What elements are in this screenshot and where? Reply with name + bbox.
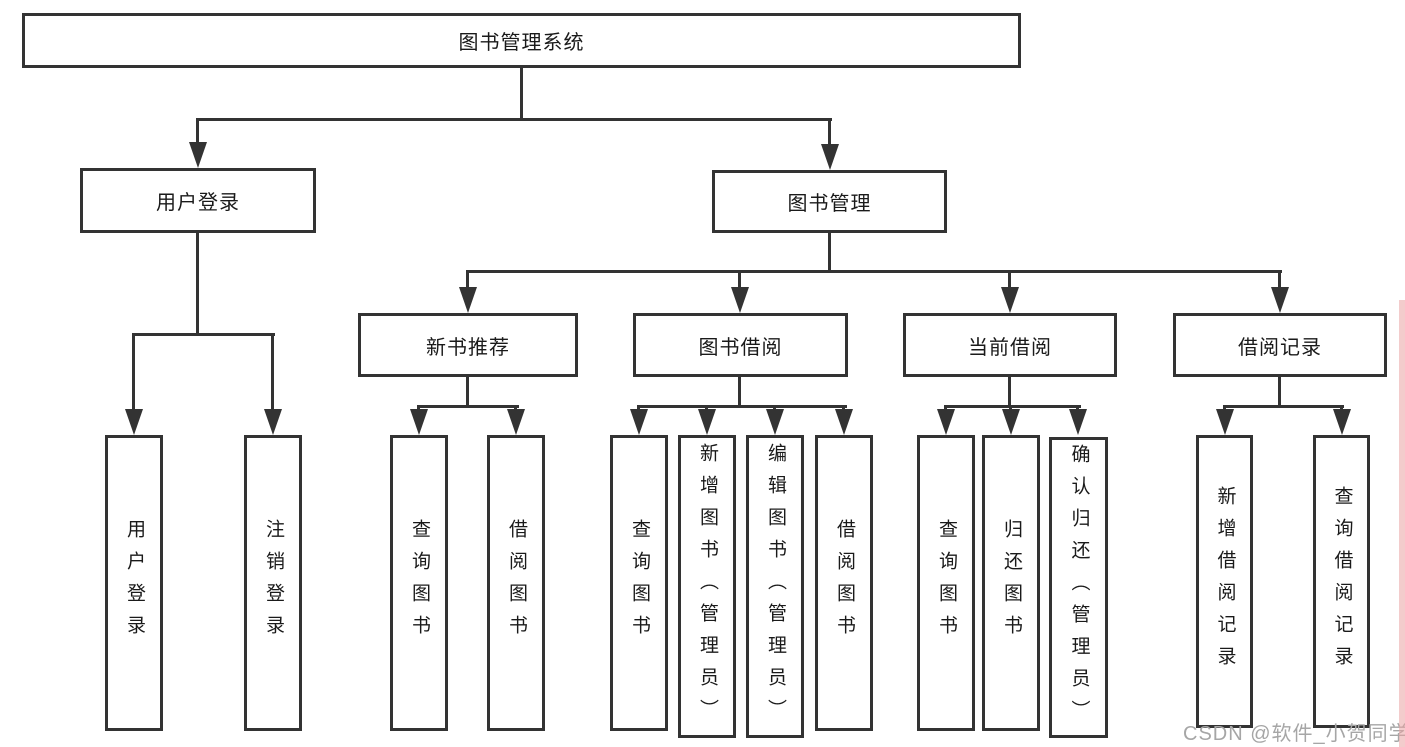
node-label: 借阅图书 xyxy=(505,519,527,647)
connector-level2-bar xyxy=(196,118,832,121)
connector-level3-bar xyxy=(466,270,1282,273)
leaf-logout: 注销登录 xyxy=(244,435,302,731)
node-label: 借阅图书 xyxy=(833,519,855,647)
connector-drop xyxy=(132,333,135,411)
arrow-down-icon xyxy=(937,409,955,435)
connector-bar xyxy=(637,405,847,408)
node-library-system: 图书管理系统 xyxy=(22,13,1021,68)
arrow-down-icon xyxy=(459,287,477,313)
connector-stem xyxy=(738,377,741,408)
node-label: 当前借阅 xyxy=(968,336,1052,359)
arrow-down-icon xyxy=(1069,409,1087,435)
node-new-book-recommend: 新书推荐 xyxy=(358,313,578,377)
leaf-query-borrow-record: 查询借阅记录 xyxy=(1313,435,1370,728)
leaf-return-books: 归还图书 xyxy=(982,435,1040,731)
connector-drop xyxy=(466,270,469,290)
connector-drop xyxy=(1278,270,1281,290)
node-current-borrowing: 当前借阅 xyxy=(903,313,1117,377)
connector-bar xyxy=(132,333,275,336)
arrow-down-icon xyxy=(1216,409,1234,435)
node-user-login: 用户登录 xyxy=(80,168,316,233)
connector-stem xyxy=(1278,377,1281,408)
node-label: 图书管理 xyxy=(787,193,872,215)
node-label: 新增借阅记录 xyxy=(1214,485,1236,678)
arrow-down-icon xyxy=(410,409,428,435)
node-label: 用户登录 xyxy=(156,192,240,214)
arrow-down-icon xyxy=(125,409,143,435)
node-label: 注销登录 xyxy=(262,519,284,647)
connector-bar xyxy=(944,405,1081,408)
connector-stem xyxy=(1008,377,1011,408)
node-label: 编辑图书（管理员） xyxy=(764,442,786,731)
arrow-down-icon xyxy=(630,409,648,435)
leaf-borrow-books-recommend: 借阅图书 xyxy=(487,435,545,731)
arrow-down-icon xyxy=(1002,409,1020,435)
leaf-query-books-recommend: 查询图书 xyxy=(390,435,448,731)
arrow-down-icon xyxy=(264,409,282,435)
node-book-management: 图书管理 xyxy=(712,170,947,233)
leaf-add-book-admin: 新增图书（管理员） xyxy=(678,435,736,738)
connector-drop xyxy=(1008,270,1011,290)
leaf-add-borrow-record: 新增借阅记录 xyxy=(1196,435,1253,728)
connector-bar xyxy=(417,405,519,408)
arrow-down-icon xyxy=(731,287,749,313)
node-label: 查询图书 xyxy=(935,519,957,647)
node-label: 新增图书（管理员） xyxy=(696,442,718,731)
leaf-edit-book-admin: 编辑图书（管理员） xyxy=(746,435,804,738)
node-borrowing-records: 借阅记录 xyxy=(1173,313,1387,377)
node-book-borrowing: 图书借阅 xyxy=(633,313,848,377)
connector-stem xyxy=(196,233,199,336)
node-label: 新书推荐 xyxy=(426,336,510,359)
connector-drop xyxy=(196,118,199,146)
node-label: 借阅记录 xyxy=(1238,336,1322,359)
node-label: 确认归还（管理员） xyxy=(1068,443,1090,732)
arrow-down-icon xyxy=(766,409,784,435)
arrow-down-icon xyxy=(507,409,525,435)
connector-drop xyxy=(738,270,741,290)
arrow-down-icon xyxy=(189,142,207,168)
connector-drop xyxy=(828,118,831,148)
leaf-query-books-current: 查询图书 xyxy=(917,435,975,731)
arrow-down-icon xyxy=(821,144,839,170)
node-label: 图书管理系统 xyxy=(458,32,585,54)
watermark-edge-artifact xyxy=(1399,300,1405,747)
arrow-down-icon xyxy=(698,409,716,435)
node-label: 用户登录 xyxy=(123,519,145,647)
node-label: 图书借阅 xyxy=(698,336,783,359)
node-label: 查询借阅记录 xyxy=(1331,485,1353,678)
leaf-borrow-books-borrowing: 借阅图书 xyxy=(815,435,873,731)
node-label: 归还图书 xyxy=(1000,519,1022,647)
leaf-confirm-return-admin: 确认归还（管理员） xyxy=(1049,437,1108,738)
arrow-down-icon xyxy=(835,409,853,435)
node-label: 查询图书 xyxy=(408,519,430,647)
connector-stem xyxy=(466,377,469,408)
csdn-watermark: CSDN @软件_小贺同学 xyxy=(1183,723,1405,745)
node-label: 查询图书 xyxy=(628,519,650,647)
connector-root-stem xyxy=(520,68,523,121)
leaf-query-books-borrowing: 查询图书 xyxy=(610,435,668,731)
connector-drop xyxy=(271,333,274,411)
arrow-down-icon xyxy=(1333,409,1351,435)
arrow-down-icon xyxy=(1001,287,1019,313)
arrow-down-icon xyxy=(1271,287,1289,313)
leaf-user-login: 用户登录 xyxy=(105,435,163,731)
connector-bar xyxy=(1223,405,1344,408)
connector-stem xyxy=(828,233,831,273)
